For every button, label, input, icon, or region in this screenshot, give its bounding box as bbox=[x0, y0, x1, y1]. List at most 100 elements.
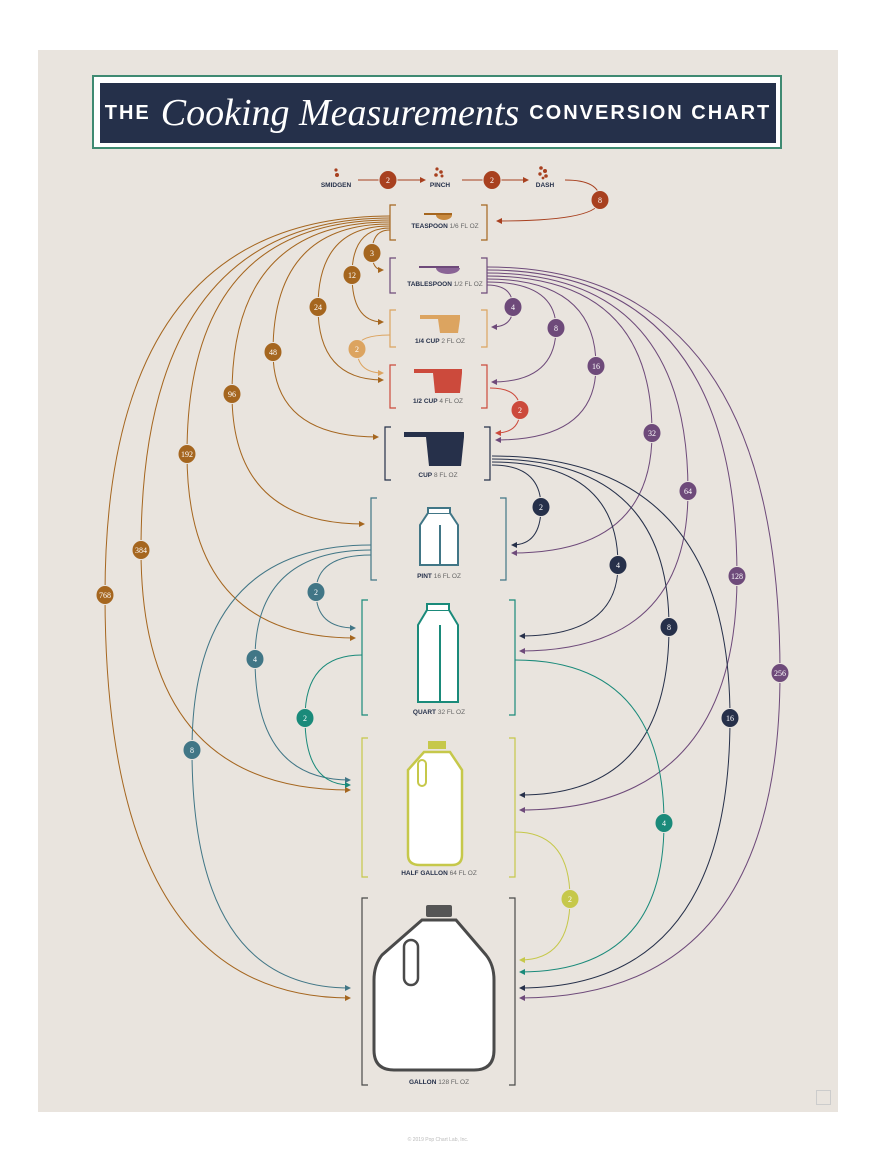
badge-value: 16 bbox=[592, 362, 600, 371]
tablespoon-icon bbox=[419, 266, 460, 274]
edge-teaspoon-to-quart bbox=[186, 219, 391, 641]
badge-value: 16 bbox=[726, 714, 734, 723]
conversion-badge: 96 bbox=[222, 384, 242, 404]
half-cup-bracket-left bbox=[389, 364, 396, 409]
edge-teaspoon-to-half-gallon bbox=[140, 217, 391, 793]
conversion-badge: 12 bbox=[342, 265, 362, 285]
half-cup-bracket-right bbox=[481, 364, 488, 409]
badge-value: 12 bbox=[348, 271, 356, 280]
conversion-badge: 128 bbox=[727, 566, 747, 586]
conversion-badge: 4 bbox=[245, 649, 265, 669]
title-main: Cooking Measurements bbox=[160, 92, 520, 134]
teaspoon-label: TEASPOON 1/6 FL OZ bbox=[411, 223, 478, 230]
quarter-cup-label: 1/4 CUP 2 FL OZ bbox=[415, 338, 465, 345]
conversion-badge: 16 bbox=[586, 356, 606, 376]
half-gallon-jug-icon bbox=[406, 741, 464, 867]
badge-value: 8 bbox=[554, 324, 558, 333]
quarter-cup-bracket-right bbox=[481, 309, 488, 348]
pop-chart-logo bbox=[816, 1090, 831, 1105]
conversion-badge: 24 bbox=[308, 297, 328, 317]
badge-value: 64 bbox=[684, 487, 692, 496]
conversion-badge: 192 bbox=[177, 444, 197, 464]
cup-bracket-left bbox=[384, 426, 391, 481]
conversion-badge: 2 bbox=[482, 170, 502, 190]
edge-teaspoon-to-gallon bbox=[104, 215, 391, 1001]
gallon-label: GALLON 128 FL OZ bbox=[409, 1079, 469, 1086]
quart-carton-icon bbox=[417, 603, 459, 703]
badge-value: 2 bbox=[518, 406, 522, 415]
dash-dots-icon bbox=[538, 166, 548, 180]
edge-tablespoon-to-gallon bbox=[486, 266, 781, 1001]
quart-label: QUART 32 FL OZ bbox=[413, 709, 465, 716]
badge-value: 3 bbox=[370, 249, 374, 258]
edge-tablespoon-to-half-gallon bbox=[486, 269, 738, 813]
edge-teaspoon-to-pint bbox=[231, 221, 391, 527]
conversion-badge: 64 bbox=[678, 481, 698, 501]
tablespoon-bracket-left bbox=[389, 257, 396, 294]
conversion-badge: 2 bbox=[306, 582, 326, 602]
conversion-badge: 2 bbox=[531, 497, 551, 517]
badge-value: 2 bbox=[355, 345, 359, 354]
edge-tablespoon-to-quart bbox=[486, 272, 689, 654]
quarter-cup-bracket-left bbox=[389, 309, 396, 348]
measurement-nodes: SMIDGEN PINCH DASH TEASPOON 1/6 FL OZ TA… bbox=[321, 166, 555, 1086]
pinch-label: PINCH bbox=[430, 182, 451, 189]
conversion-badge: 3 bbox=[362, 243, 382, 263]
half-cup-label: 1/2 CUP 4 FL OZ bbox=[413, 398, 463, 405]
badge-value: 8 bbox=[598, 196, 602, 205]
badge-value: 8 bbox=[190, 746, 194, 755]
teaspoon-bracket-left bbox=[389, 204, 396, 241]
conversion-badge: 4 bbox=[654, 813, 674, 833]
pint-carton-icon bbox=[419, 507, 459, 566]
quart-bracket-right bbox=[509, 599, 516, 716]
conversion-badge: 384 bbox=[131, 540, 151, 560]
half-gallon-label: HALF GALLON 64 FL OZ bbox=[401, 870, 477, 877]
title-banner: THE Cooking Measurements CONVERSION CHAR… bbox=[100, 83, 776, 143]
gallon-jug-icon bbox=[372, 905, 496, 1072]
conversion-badge: 2 bbox=[510, 400, 530, 420]
badge-value: 96 bbox=[228, 390, 236, 399]
conversion-badges: 3122448961923847684816326412825622248162… bbox=[95, 170, 790, 909]
badge-value: 256 bbox=[774, 669, 786, 678]
badge-value: 32 bbox=[648, 429, 656, 438]
conversion-badge: 768 bbox=[95, 585, 115, 605]
conversion-badge: 2 bbox=[560, 889, 580, 909]
half-cup-icon bbox=[414, 369, 462, 393]
pint-label: PINT 16 FL OZ bbox=[417, 573, 461, 580]
badge-value: 4 bbox=[616, 561, 620, 570]
quarter-cup-icon bbox=[420, 315, 460, 333]
conversion-badge: 4 bbox=[608, 555, 628, 575]
badge-value: 2 bbox=[490, 176, 494, 185]
cup-label: CUP 8 FL OZ bbox=[418, 472, 457, 479]
edge-cup-to-half-gallon bbox=[491, 458, 670, 798]
badge-value: 2 bbox=[303, 714, 307, 723]
badge-value: 8 bbox=[667, 623, 671, 632]
badge-value: 768 bbox=[99, 591, 111, 600]
title-suffix: CONVERSION CHART bbox=[529, 101, 772, 124]
badge-value: 2 bbox=[314, 588, 318, 597]
edge-quart-to-gallon bbox=[514, 659, 665, 975]
pinch-dots-icon bbox=[434, 167, 444, 178]
badge-value: 4 bbox=[662, 819, 666, 828]
smidgen-label: SMIDGEN bbox=[321, 182, 352, 189]
edge-tablespoon-to-half-cup bbox=[486, 281, 557, 385]
badge-value: 2 bbox=[539, 503, 543, 512]
tablespoon-bracket-right bbox=[481, 257, 488, 294]
conversion-badge: 8 bbox=[659, 617, 679, 637]
dash-label: DASH bbox=[536, 182, 555, 189]
conversion-badge: 2 bbox=[347, 339, 367, 359]
conversion-badge: 32 bbox=[642, 423, 662, 443]
badge-value: 128 bbox=[731, 572, 743, 581]
copyright: © 2019 Pop Chart Lab, Inc. bbox=[407, 1137, 469, 1143]
teaspoon-bracket-right bbox=[481, 204, 488, 241]
cup-icon bbox=[404, 432, 464, 466]
edge-tablespoon-to-cup bbox=[486, 278, 597, 443]
badge-value: 192 bbox=[181, 450, 193, 459]
quart-bracket-left bbox=[361, 599, 368, 716]
conversion-badge: 4 bbox=[503, 297, 523, 317]
teaspoon-icon bbox=[424, 213, 452, 220]
badge-value: 2 bbox=[568, 895, 572, 904]
badge-value: 4 bbox=[253, 655, 257, 664]
conversion-badge: 16 bbox=[720, 708, 740, 728]
